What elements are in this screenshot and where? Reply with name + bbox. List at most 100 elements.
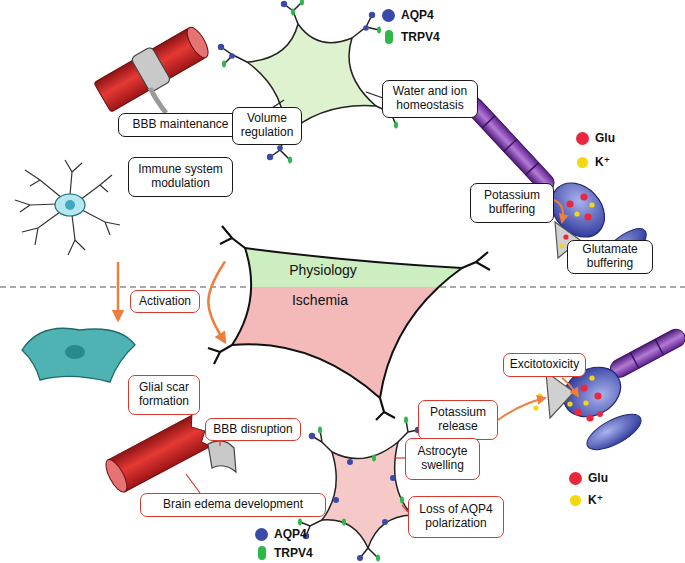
astrocyte-endfoot bbox=[130, 46, 171, 93]
legend-label: AQP4 bbox=[401, 8, 434, 22]
healthy-astrocyte bbox=[218, 0, 405, 163]
callout-box: Excitotoxicity bbox=[503, 353, 586, 377]
callout-box: Potassium release bbox=[418, 400, 498, 440]
endfoot-stalk bbox=[150, 88, 166, 113]
box-label: BBB maintenance bbox=[132, 118, 228, 132]
transition-arrow bbox=[208, 261, 225, 342]
activation-arrow bbox=[117, 262, 120, 320]
box-label: Immune system modulation bbox=[132, 163, 229, 191]
box-label: Astrocyte swelling bbox=[409, 445, 476, 473]
callout-box: Brain edema development bbox=[140, 493, 326, 517]
box-label: Volume regulation bbox=[236, 112, 298, 140]
legend-label: TRPV4 bbox=[274, 546, 313, 560]
text-holder: Glial scar formation bbox=[129, 376, 199, 414]
legend-swatch bbox=[569, 472, 582, 485]
legend-label: K⁺ bbox=[595, 155, 610, 169]
legend-swatch bbox=[576, 132, 589, 145]
text-holder: Activation bbox=[131, 291, 199, 312]
astrocyte-shape bbox=[232, 248, 462, 287]
astrocyte-processes bbox=[208, 226, 490, 420]
legend-swatch bbox=[255, 528, 268, 541]
box-label: Potassium release bbox=[422, 406, 494, 434]
legend-item: K⁺ bbox=[576, 153, 610, 171]
leader-line bbox=[394, 457, 405, 458]
astrocyte-processes bbox=[221, 2, 402, 160]
axon bbox=[607, 326, 685, 380]
legend-label: K⁺ bbox=[588, 493, 603, 507]
blood-vessel bbox=[92, 22, 213, 115]
myelin-gaps bbox=[630, 339, 663, 368]
callout-box: Volume regulation bbox=[232, 107, 302, 145]
callout-box: Activation bbox=[130, 290, 200, 313]
trpv4-channels bbox=[222, 0, 398, 163]
callout-box: BBB disruption bbox=[205, 418, 301, 441]
release-arrow bbox=[562, 378, 578, 396]
vessel-lumen bbox=[102, 457, 131, 495]
callout-box: Immune system modulation bbox=[128, 157, 233, 197]
text-holder: Loss of AQP4 polarization bbox=[409, 497, 503, 537]
disrupted-vessel bbox=[102, 413, 212, 495]
microglia bbox=[15, 160, 120, 255]
legend-label: Glu bbox=[588, 471, 608, 485]
box-label: BBB disruption bbox=[213, 423, 292, 437]
microglia-nucleus bbox=[65, 200, 75, 210]
microglia-body bbox=[55, 194, 85, 216]
legend-item: AQP4 bbox=[255, 525, 307, 543]
box-label: Glial scar formation bbox=[132, 381, 196, 409]
legend-swatch bbox=[570, 495, 581, 506]
callout-box: Astrocyte swelling bbox=[405, 438, 480, 480]
legend-item: TRPV4 bbox=[255, 544, 313, 562]
text-holder: Excitotoxicity bbox=[504, 354, 585, 376]
aqp4-channels bbox=[218, 1, 405, 160]
text-holder: Potassium buffering bbox=[471, 184, 553, 222]
astrocyte-region: Ischemia bbox=[225, 287, 470, 402]
legend-item: TRPV4 bbox=[382, 28, 440, 46]
callout-box: Water and ion homeostasis bbox=[382, 80, 478, 118]
myelin-gaps bbox=[482, 116, 539, 175]
region-label: Physiology bbox=[289, 262, 357, 278]
legend-label: Glu bbox=[595, 131, 615, 145]
text-holder: Immune system modulation bbox=[129, 158, 232, 196]
text-holder: Physiology bbox=[225, 230, 470, 287]
box-label: Activation bbox=[139, 295, 191, 309]
legend-item: Glu bbox=[569, 469, 608, 487]
box-label: Loss of AQP4 polarization bbox=[412, 503, 500, 531]
text-holder: BBB maintenance bbox=[119, 114, 242, 136]
legend-swatch bbox=[577, 157, 588, 168]
text-holder: Astrocyte swelling bbox=[406, 439, 479, 479]
callout-box: BBB maintenance bbox=[118, 113, 243, 137]
callout-box: Glutamate buffering bbox=[567, 240, 653, 274]
astrocyte-region: Physiology bbox=[225, 230, 470, 287]
text-holder: Glutamate buffering bbox=[568, 241, 652, 273]
astrocyte-body bbox=[322, 442, 412, 548]
microglia-processes bbox=[15, 160, 120, 255]
callout-box: Potassium buffering bbox=[470, 183, 554, 223]
legend-swatch bbox=[258, 546, 266, 560]
region-label: Ischemia bbox=[292, 292, 348, 308]
leader-line bbox=[186, 474, 200, 493]
legend-item: K⁺ bbox=[569, 491, 603, 509]
detached-endfoot bbox=[208, 441, 236, 472]
legend-swatch bbox=[385, 30, 393, 44]
box-label: Excitotoxicity bbox=[510, 358, 579, 372]
glia-nucleus bbox=[65, 345, 85, 359]
vessel-lumen bbox=[183, 24, 212, 60]
callout-box: Glial scar formation bbox=[128, 375, 200, 415]
leader-line bbox=[366, 92, 383, 98]
glia-body bbox=[22, 328, 135, 382]
text-holder: BBB disruption bbox=[206, 419, 300, 440]
reactive-glia bbox=[22, 328, 135, 382]
legend-swatch bbox=[382, 9, 395, 22]
legend-item: AQP4 bbox=[382, 6, 434, 24]
legend-label: AQP4 bbox=[274, 527, 307, 541]
astrocyte-shape bbox=[232, 287, 462, 398]
box-label: Potassium buffering bbox=[474, 189, 550, 217]
text-holder: Volume regulation bbox=[233, 108, 301, 144]
leader-line bbox=[219, 441, 220, 446]
callout-box: Loss of AQP4 polarization bbox=[408, 496, 504, 538]
box-label: Water and ion homeostasis bbox=[386, 85, 474, 113]
